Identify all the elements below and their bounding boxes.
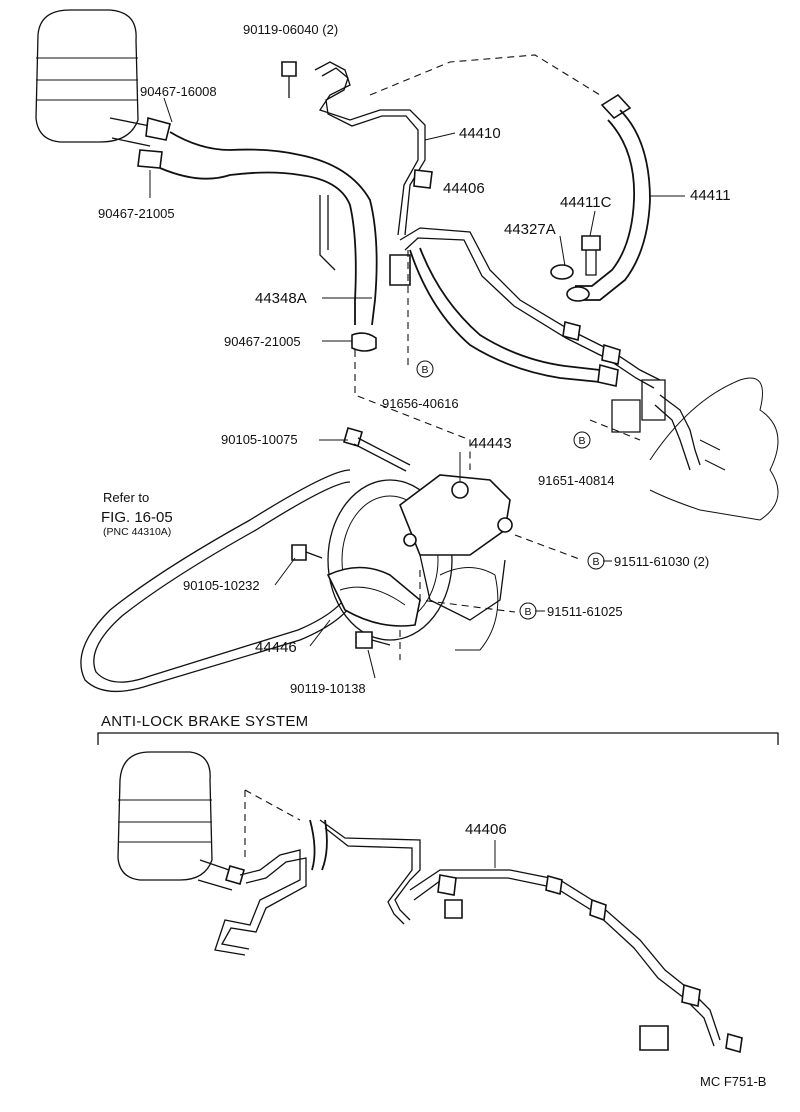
label-44446: 44446 xyxy=(255,639,297,656)
power-steering-pump-44443 xyxy=(327,474,513,651)
label-90105-10075: 90105-10075 xyxy=(221,432,298,447)
marker-b-91651: B xyxy=(573,431,591,449)
svg-text:B: B xyxy=(524,606,531,618)
clamp-bracket-left xyxy=(319,195,411,286)
label-91511-61025: 91511-61025 xyxy=(547,604,623,619)
label-91656-40616: 91656-40616 xyxy=(382,396,459,411)
bolt-90119-10138 xyxy=(355,631,391,649)
dashed-guides xyxy=(354,54,641,660)
svg-text:B: B xyxy=(592,556,599,568)
label-44411: 44411 xyxy=(690,187,731,204)
label-90105-10232: 90105-10232 xyxy=(183,578,260,593)
marker-b-91656: B xyxy=(416,360,434,378)
hose-44411 xyxy=(575,93,651,301)
return-hose-44348A xyxy=(159,131,378,352)
label-90467-16008: 90467-16008 xyxy=(140,84,217,99)
marker-b-91511-61025: B xyxy=(519,602,537,620)
label-44443: 44443 xyxy=(470,435,512,452)
label-90119-10138: 90119-10138 xyxy=(290,681,366,696)
gasket-44327A xyxy=(550,264,590,302)
marker-b-91511-61030: B xyxy=(587,552,605,570)
tube-bracket-right xyxy=(611,379,701,471)
label-91651-40814: 91651-40814 xyxy=(538,473,615,488)
svg-text:B: B xyxy=(578,435,585,447)
abs-dashed-guides xyxy=(244,789,301,860)
label-44411C: 44411C xyxy=(560,194,612,211)
label-44327A: 44327A xyxy=(504,221,556,238)
label-44406: 44406 xyxy=(443,180,485,197)
reservoir-tank xyxy=(35,9,171,169)
bolt-90105-10232 xyxy=(291,544,323,561)
steering-gear xyxy=(649,377,779,521)
label-44410: 44410 xyxy=(459,125,501,142)
drive-belt xyxy=(80,469,361,693)
leader-lines xyxy=(149,97,685,679)
bolt-90105-10075 xyxy=(343,427,411,472)
abs-section-title: ANTI-LOCK BRAKE SYSTEM xyxy=(101,713,308,730)
pressure-hose-44406 xyxy=(399,227,661,389)
label-44406-abs: 44406 xyxy=(465,821,507,838)
label-pnc-44310A: (PNC 44310A) xyxy=(103,526,171,538)
label-fig-16-05: FIG. 16-05 xyxy=(101,509,173,526)
abs-reservoir-tank xyxy=(117,751,245,891)
union-bolt-44411C xyxy=(581,235,601,276)
abs-tube-assembly xyxy=(214,819,743,1054)
bracket-44446 xyxy=(326,566,421,627)
pressure-tube-44410 xyxy=(314,61,433,236)
abs-section-bracket xyxy=(97,732,779,745)
label-90119-06040: 90119-06040 (2) xyxy=(243,22,338,37)
label-44348A: 44348A xyxy=(255,290,307,307)
label-91511-61030: 91511-61030 (2) xyxy=(614,554,709,569)
label-refer-to: Refer to xyxy=(103,490,149,505)
svg-text:B: B xyxy=(421,364,428,376)
label-90467-21005-top: 90467-21005 xyxy=(98,206,175,221)
label-90467-21005-lower: 90467-21005 xyxy=(224,334,301,349)
footer-code: MC F751-B xyxy=(700,1074,766,1089)
bolt-90119-06040 xyxy=(281,61,297,98)
